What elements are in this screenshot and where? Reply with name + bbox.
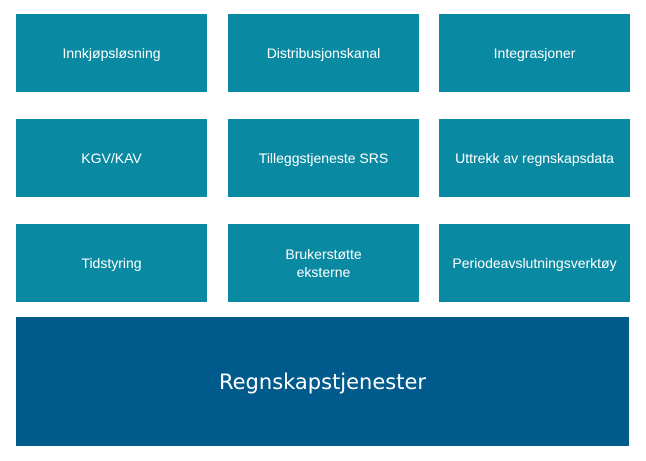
tile-label: Distribusjonskanal <box>266 45 381 61</box>
tile-uttrekk-regnskapsdata: Uttrekk av regnskapsdata <box>439 119 630 197</box>
base-regnskapstjenester: Regnskapstjenester <box>16 317 629 446</box>
tile-label: Integrasjoner <box>493 45 576 61</box>
tile-innkjopslosning: Innkjøpsløsning <box>16 14 207 92</box>
tile-label: Uttrekk av regnskapsdata <box>455 150 614 166</box>
tile-kgv-kav: KGV/KAV <box>16 119 207 197</box>
tile-label: KGV/KAV <box>81 150 142 166</box>
tile-tilleggstjeneste-srs: Tilleggstjeneste SRS <box>228 119 419 197</box>
tile-periodeavslutningsverktoy: Periodeavslutningsverktøy <box>439 224 630 302</box>
tile-distribusjonskanal: Distribusjonskanal <box>228 14 419 92</box>
tile-label: Tidstyring <box>81 255 142 271</box>
tile-tidstyring: Tidstyring <box>16 224 207 302</box>
base-label: Regnskapstjenester <box>218 369 427 394</box>
tile-label: Innkjøpsløsning <box>62 45 161 61</box>
tile-label: Brukerstøtte eksterne <box>285 246 362 280</box>
tile-integrasjoner: Integrasjoner <box>439 14 630 92</box>
tile-brukerstotte-eksterne: Brukerstøtte eksterne <box>228 224 419 302</box>
tile-label: Periodeavslutningsverktøy <box>452 255 617 271</box>
tile-label: Tilleggstjeneste SRS <box>258 150 389 166</box>
